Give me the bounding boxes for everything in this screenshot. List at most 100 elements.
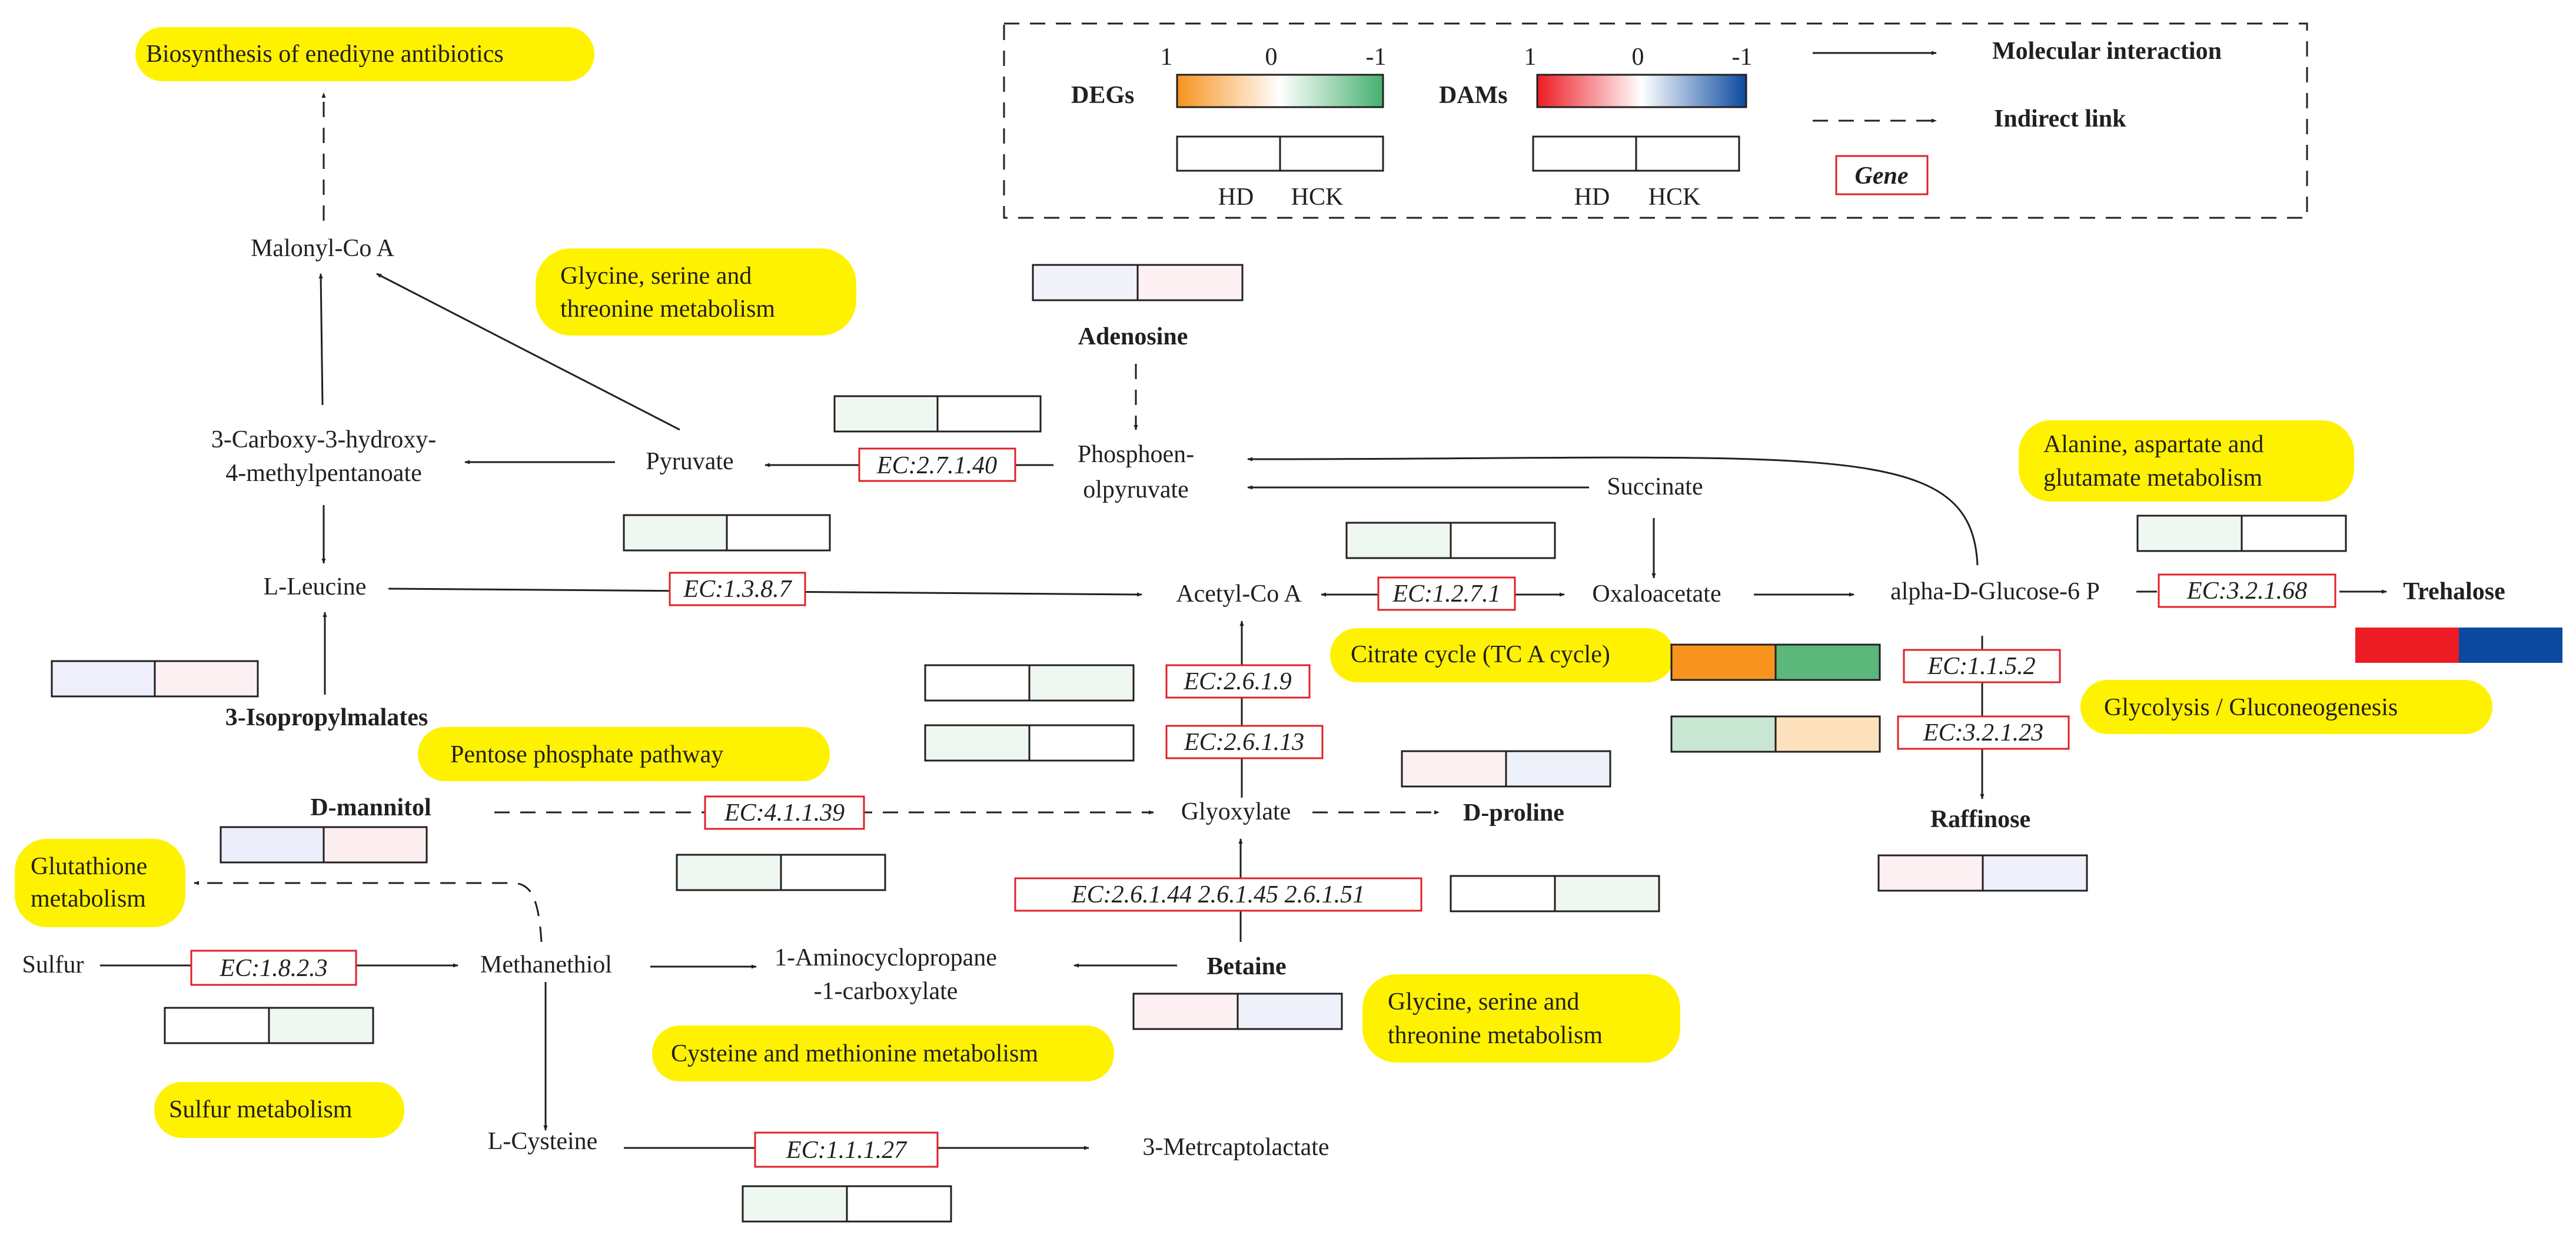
legend-tick-dams-m1: -1 xyxy=(1732,44,1753,71)
heatmap-cell-hck xyxy=(1450,522,1556,559)
enzyme-ec1823: EC:1.8.2.3 xyxy=(219,955,327,982)
heatmap-cell-hd xyxy=(1345,522,1452,559)
pill-gly-ser-thr-2: Glycine, serine and threonine metabolism xyxy=(1362,974,1680,1063)
svg-text:Glycine, serine and: Glycine, serine and xyxy=(560,263,752,290)
heatmaps xyxy=(51,264,2562,1223)
legend-tick-degs-0: 0 xyxy=(1265,44,1278,71)
compound-oxaloacetate: Oxaloacetate xyxy=(1592,580,1721,608)
enzyme-ec32123: EC:3.2.1.23 xyxy=(1923,719,2043,746)
heatmap-cell-hck xyxy=(846,1185,952,1223)
enzyme-ec1152: EC:1.1.5.2 xyxy=(1927,653,2035,680)
heatmap-ec41139 xyxy=(676,854,886,891)
legend-dams-label: DAMs xyxy=(1439,82,1508,109)
svg-text:Glycolysis / Gluconeogenesis: Glycolysis / Gluconeogenesis xyxy=(2104,694,2398,721)
heatmap-cell-hck xyxy=(1028,724,1135,762)
svg-text:Glycine, serine and: Glycine, serine and xyxy=(1388,988,1579,1015)
heatmap-cell-hd xyxy=(1670,715,1777,753)
enzyme-ec1271: EC:1.2.7.1 xyxy=(1392,580,1500,608)
compound-raffinose: Raffinose xyxy=(1930,806,2030,833)
compounds: Malonyl-Co A 3-Carboxy-3-hydroxy- 4-meth… xyxy=(22,235,2505,1161)
compound-metrcapto: 3-Metrcaptolactate xyxy=(1142,1134,1329,1161)
arrow-g6p-pep xyxy=(1247,456,1979,566)
compound-acc: 1-Aminocyclopropane xyxy=(775,944,997,971)
pill-citrate: Citrate cycle (TC A cycle) xyxy=(1330,628,1674,682)
heatmap-cell-hd xyxy=(1401,750,1507,788)
svg-text:Alanine, aspartate and: Alanine, aspartate and xyxy=(2043,431,2263,458)
heatmap-cell-hck xyxy=(268,1007,374,1044)
svg-text:Glutathione: Glutathione xyxy=(31,853,147,880)
heatmap-ec26113 xyxy=(924,724,1135,762)
heatmap-cell-hck xyxy=(1505,750,1611,788)
enzyme-ec2619: EC:2.6.1.9 xyxy=(1183,668,1291,695)
heatmap-cell-hd xyxy=(924,664,1031,702)
legend-degs-gradient xyxy=(1176,74,1384,108)
legend-dams-gradient xyxy=(1536,74,1747,108)
enzyme-ec27140: EC:2.7.1.40 xyxy=(876,452,997,479)
heatmap-cell-hd xyxy=(2355,628,2459,663)
enzyme-ec11127: EC:1.1.1.27 xyxy=(786,1137,908,1164)
compound-adenosine: Adenosine xyxy=(1078,323,1188,350)
compound-pep-2: olpyruvate xyxy=(1083,476,1189,503)
legend-indirect-link: Indirect link xyxy=(1994,105,2126,132)
svg-text:threonine metabolism: threonine metabolism xyxy=(560,296,775,323)
heatmap-cell-hck xyxy=(2241,515,2347,552)
heatmap-cell-hck xyxy=(323,826,428,864)
legend-molecular-interaction: Molecular interaction xyxy=(1992,38,2222,65)
svg-text:threonine metabolism: threonine metabolism xyxy=(1388,1022,1603,1049)
heatmap-acetyl xyxy=(1345,522,1556,559)
heatmap-dproline xyxy=(1401,750,1611,788)
heatmap-cell-hd xyxy=(924,724,1031,762)
svg-text:metabolism: metabolism xyxy=(31,885,146,912)
legend: 1 0 -1 DEGs HD HCK 1 0 -1 DAMs HD HCK Mo… xyxy=(1003,22,2308,219)
heatmap-cell-hd xyxy=(1132,993,1239,1030)
heatmap-cell-hck xyxy=(1028,664,1135,702)
legend-gene-box xyxy=(1835,155,1929,195)
heatmap-citrate2 xyxy=(1670,715,1881,753)
heatmap-cell-hck xyxy=(726,514,831,552)
heatmap-isopropyl xyxy=(51,660,259,698)
legend-tick-dams-0: 0 xyxy=(1632,44,1644,71)
heatmap-cell-hd xyxy=(2136,515,2243,552)
enzyme-ec32168: EC:3.2.1.68 xyxy=(2186,577,2307,605)
arrow-carboxy-malonyl xyxy=(318,273,324,406)
legend-dams-hck: HCK xyxy=(1648,184,1701,211)
heatmap-cell-hck xyxy=(1774,643,1881,681)
heatmap-cell-hck xyxy=(2459,628,2562,663)
enzymes: EC:2.7.1.40 EC:1.3.8.7 EC:1.2.7.1 EC:3.2… xyxy=(190,447,2336,1168)
heatmap-g6p xyxy=(2136,515,2347,552)
heatmap-pyruvate xyxy=(623,514,831,552)
heatmap-citrate1 xyxy=(1670,643,1881,681)
heatmap-cell-hd xyxy=(1450,875,1556,912)
legend-degs-hd: HD xyxy=(1218,184,1254,211)
heatmap-cell-hd xyxy=(1670,643,1777,681)
heatmap-raffinose xyxy=(1877,854,2088,892)
legend-degs-label: DEGs xyxy=(1071,82,1134,109)
pill-sulfur: Sulfur metabolism xyxy=(154,1082,404,1138)
compound-mannitol: D-mannitol xyxy=(310,794,431,821)
compound-betaine: Betaine xyxy=(1206,953,1286,980)
legend-gene-label: Gene xyxy=(1855,162,1909,190)
heatmap-cell-hck xyxy=(154,660,259,698)
heatmap-cell-hck xyxy=(1136,264,1244,301)
heatmap-sulfur xyxy=(164,1007,374,1044)
heatmap-adenosine xyxy=(1032,264,1244,301)
svg-text:Pentose phosphate pathway: Pentose phosphate pathway xyxy=(450,741,723,768)
svg-text:Sulfur metabolism: Sulfur metabolism xyxy=(169,1096,353,1123)
compound-dproline: D-proline xyxy=(1463,799,1564,827)
heatmap-cysteine xyxy=(742,1185,952,1223)
heatmap-cell-hd xyxy=(51,660,156,698)
legend-tick-degs-1: 1 xyxy=(1161,44,1173,71)
heatmap-cell-hck xyxy=(936,395,1042,433)
pill-ala-asp-glu: Alanine, aspartate and glutamate metabol… xyxy=(2019,420,2354,502)
compound-isopropyl: 3-Isopropylmalates xyxy=(225,704,428,731)
heatmap-trehalose xyxy=(2355,628,2562,663)
compound-methanethiol: Methanethiol xyxy=(480,951,612,978)
heatmap-cell-hd xyxy=(1032,264,1139,301)
heatmap-cell-hck xyxy=(1237,993,1343,1030)
enzyme-ec1387: EC:1.3.8.7 xyxy=(683,576,792,603)
legend-tick-degs-m1: -1 xyxy=(1366,44,1387,71)
pill-glycolysis: Glycolysis / Gluconeogenesis xyxy=(2080,680,2492,734)
enzyme-ec41139: EC:4.1.1.39 xyxy=(724,799,845,827)
svg-text:Biosynthesis of enediyne antib: Biosynthesis of enediyne antibiotics xyxy=(146,41,504,68)
